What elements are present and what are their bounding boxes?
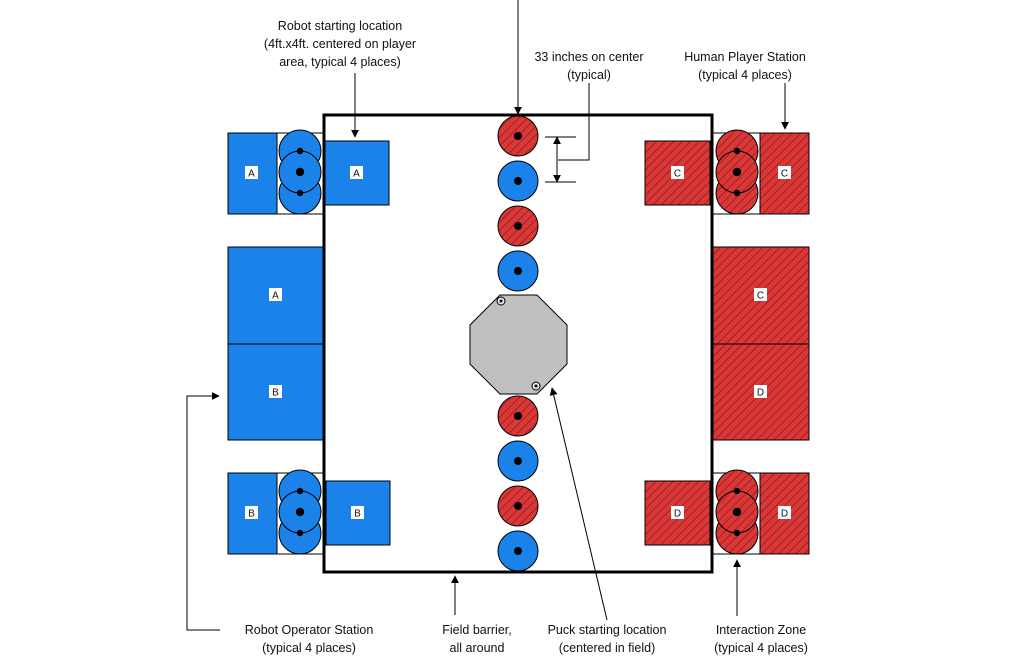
goal-red: [497, 485, 539, 527]
right-robot-operator-station-d: D: [711, 343, 810, 441]
station-letter: B: [272, 388, 279, 399]
puck-label: Puck starting location (centered in fiel…: [548, 623, 667, 655]
human-player-label: Human Player Station (typical 4 places): [684, 50, 806, 82]
label-line: (typical): [567, 68, 611, 82]
field-barrier-label: Field barrier, all around: [442, 623, 511, 655]
label-line: (typical 4 places): [698, 68, 792, 82]
left-bottom-interaction-zone: [276, 469, 325, 555]
right-bottom-human-player-station: D: [759, 472, 810, 555]
label-line: Robot Operator Station: [245, 623, 374, 637]
robot-start-label: Robot starting location (4ft.x4ft. cente…: [264, 19, 416, 69]
right-top-human-player-station: C: [759, 132, 810, 215]
left-robot-operator-station-a: A: [227, 246, 325, 345]
left-bottom-human-player-station: B: [227, 472, 278, 555]
station-letter: B: [354, 509, 361, 520]
robot-start-location-d: D: [644, 480, 711, 546]
robot-operator-label: Robot Operator Station (typical 4 places…: [245, 623, 374, 655]
goal-red: [497, 205, 539, 247]
station-letter: D: [674, 509, 681, 520]
label-line: all around: [450, 641, 505, 655]
right-top-interaction-zone: [711, 129, 761, 215]
robot-start-location-a: A: [324, 140, 390, 206]
right-bottom-interaction-zone: [711, 469, 761, 555]
robot-start-location-b: B: [325, 480, 391, 546]
center-goal-column: [497, 115, 539, 572]
label-line: (centered in field): [559, 641, 656, 655]
station-letter: A: [272, 291, 279, 302]
label-line: area, typical 4 places): [279, 55, 401, 69]
puck-arrow: [549, 387, 608, 621]
label-line: Interaction Zone: [716, 623, 806, 637]
goal-blue: [497, 160, 539, 202]
station-letter: C: [674, 169, 681, 180]
label-line: Human Player Station: [684, 50, 806, 64]
label-line: Field barrier,: [442, 623, 511, 637]
puck-octagon: [469, 294, 568, 395]
label-line: Puck starting location: [548, 623, 667, 637]
left-robot-operator-station-b: B: [227, 343, 325, 441]
station-letter: B: [248, 509, 255, 520]
label-line: (typical 4 places): [714, 641, 808, 655]
spacing-label: 33 inches on center (typical): [534, 50, 643, 82]
label-line: (typical 4 places): [262, 641, 356, 655]
station-letter: A: [248, 169, 255, 180]
station-letter: D: [757, 388, 764, 399]
spacing-dimension: [545, 83, 590, 183]
interaction-zone-label: Interaction Zone (typical 4 places): [714, 623, 808, 655]
label-line: Robot starting location: [278, 19, 402, 33]
left-top-interaction-zone: [276, 129, 325, 215]
robot-operator-arrow: [186, 392, 220, 631]
left-top-human-player-station: A: [227, 132, 278, 215]
goal-red: [497, 395, 539, 437]
goal-blue: [497, 530, 539, 572]
label-line: 33 inches on center: [534, 50, 643, 64]
station-letter: C: [781, 169, 788, 180]
station-letter: D: [781, 509, 788, 520]
station-letter: A: [353, 169, 360, 180]
goal-red: [497, 115, 539, 157]
label-line: (4ft.x4ft. centered on player: [264, 37, 416, 51]
goal-blue: [497, 250, 539, 292]
robot-start-location-c: C: [644, 140, 711, 206]
goal-blue: [497, 440, 539, 482]
right-robot-operator-station-c: C: [711, 246, 810, 345]
station-letter: C: [757, 291, 764, 302]
